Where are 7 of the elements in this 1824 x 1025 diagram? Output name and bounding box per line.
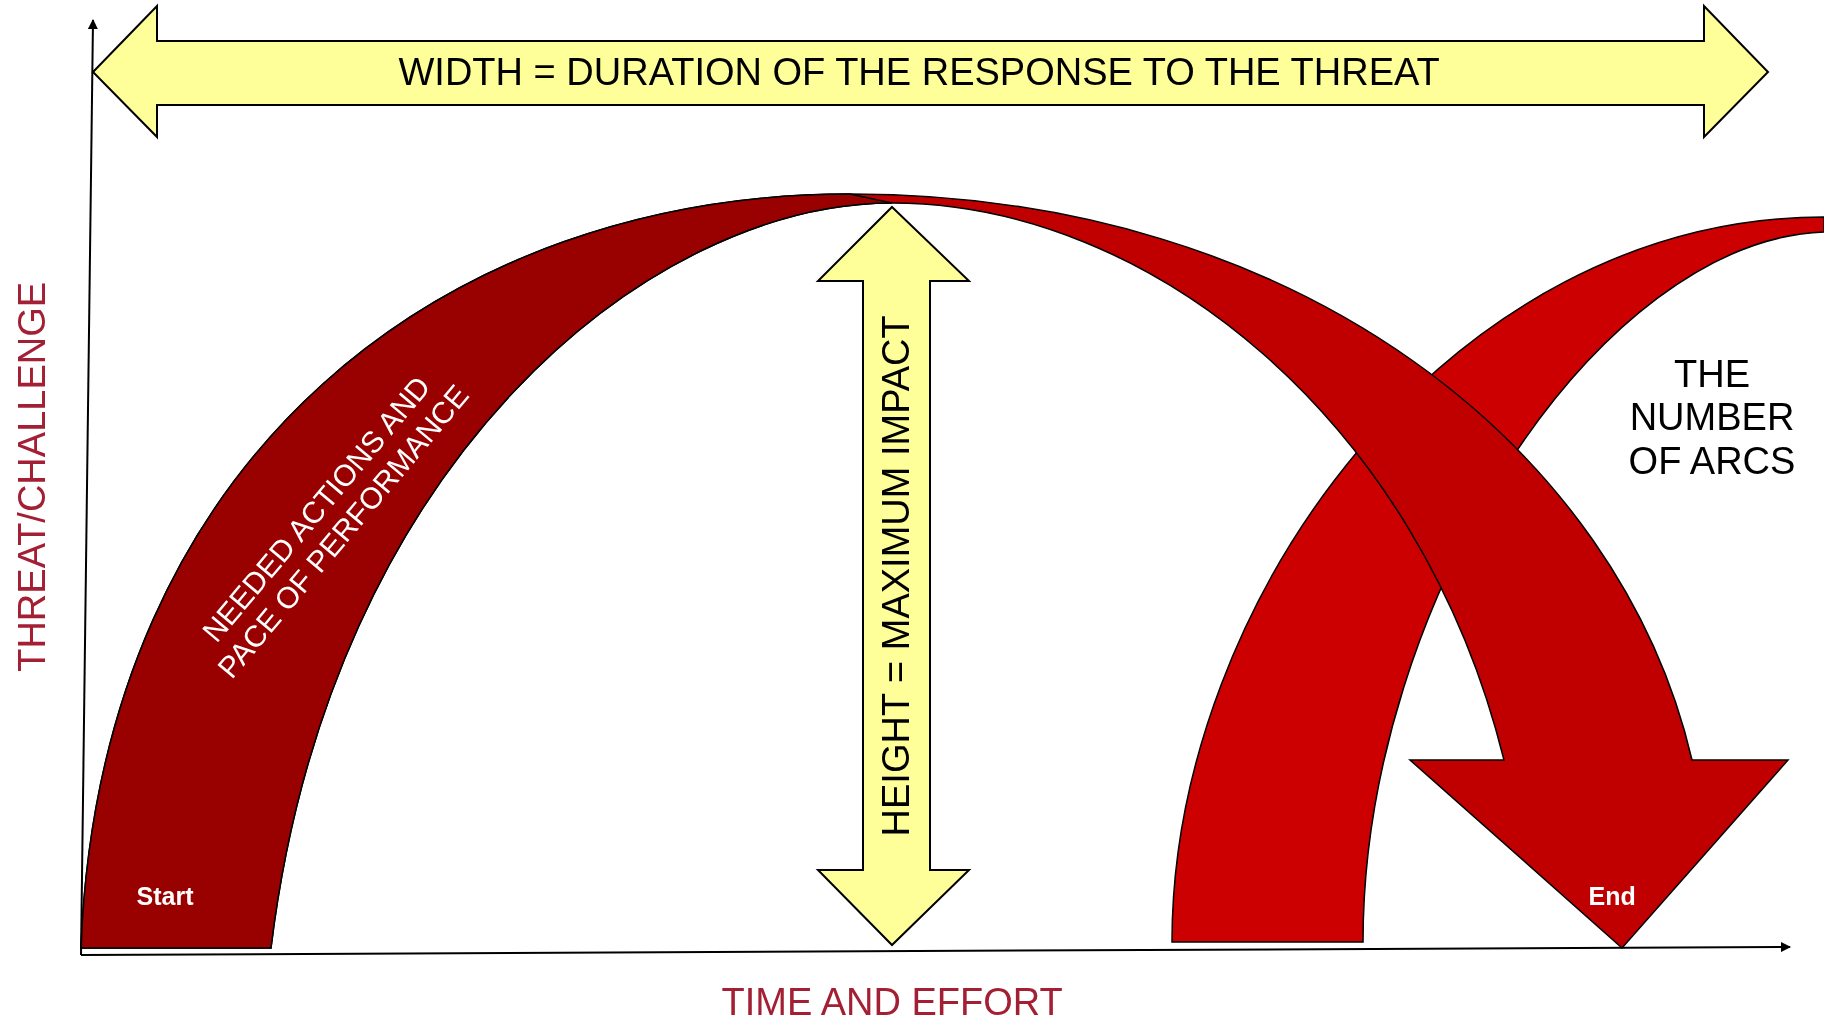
dimension-label: HEIGHT = MAXIMUM IMPACT <box>874 315 918 837</box>
end-label: End <box>1588 881 1636 911</box>
axis-title: THREAT/CHALLENGE <box>11 281 55 672</box>
axis-title: TIME AND EFFORT <box>721 981 1063 1025</box>
dimension-label: WIDTH = DURATION OF THE RESPONSE TO THE THREAT <box>398 51 1440 95</box>
start-label: Start <box>136 881 194 911</box>
annotation-text: THE NUMBER OF ARCS <box>1627 352 1797 484</box>
